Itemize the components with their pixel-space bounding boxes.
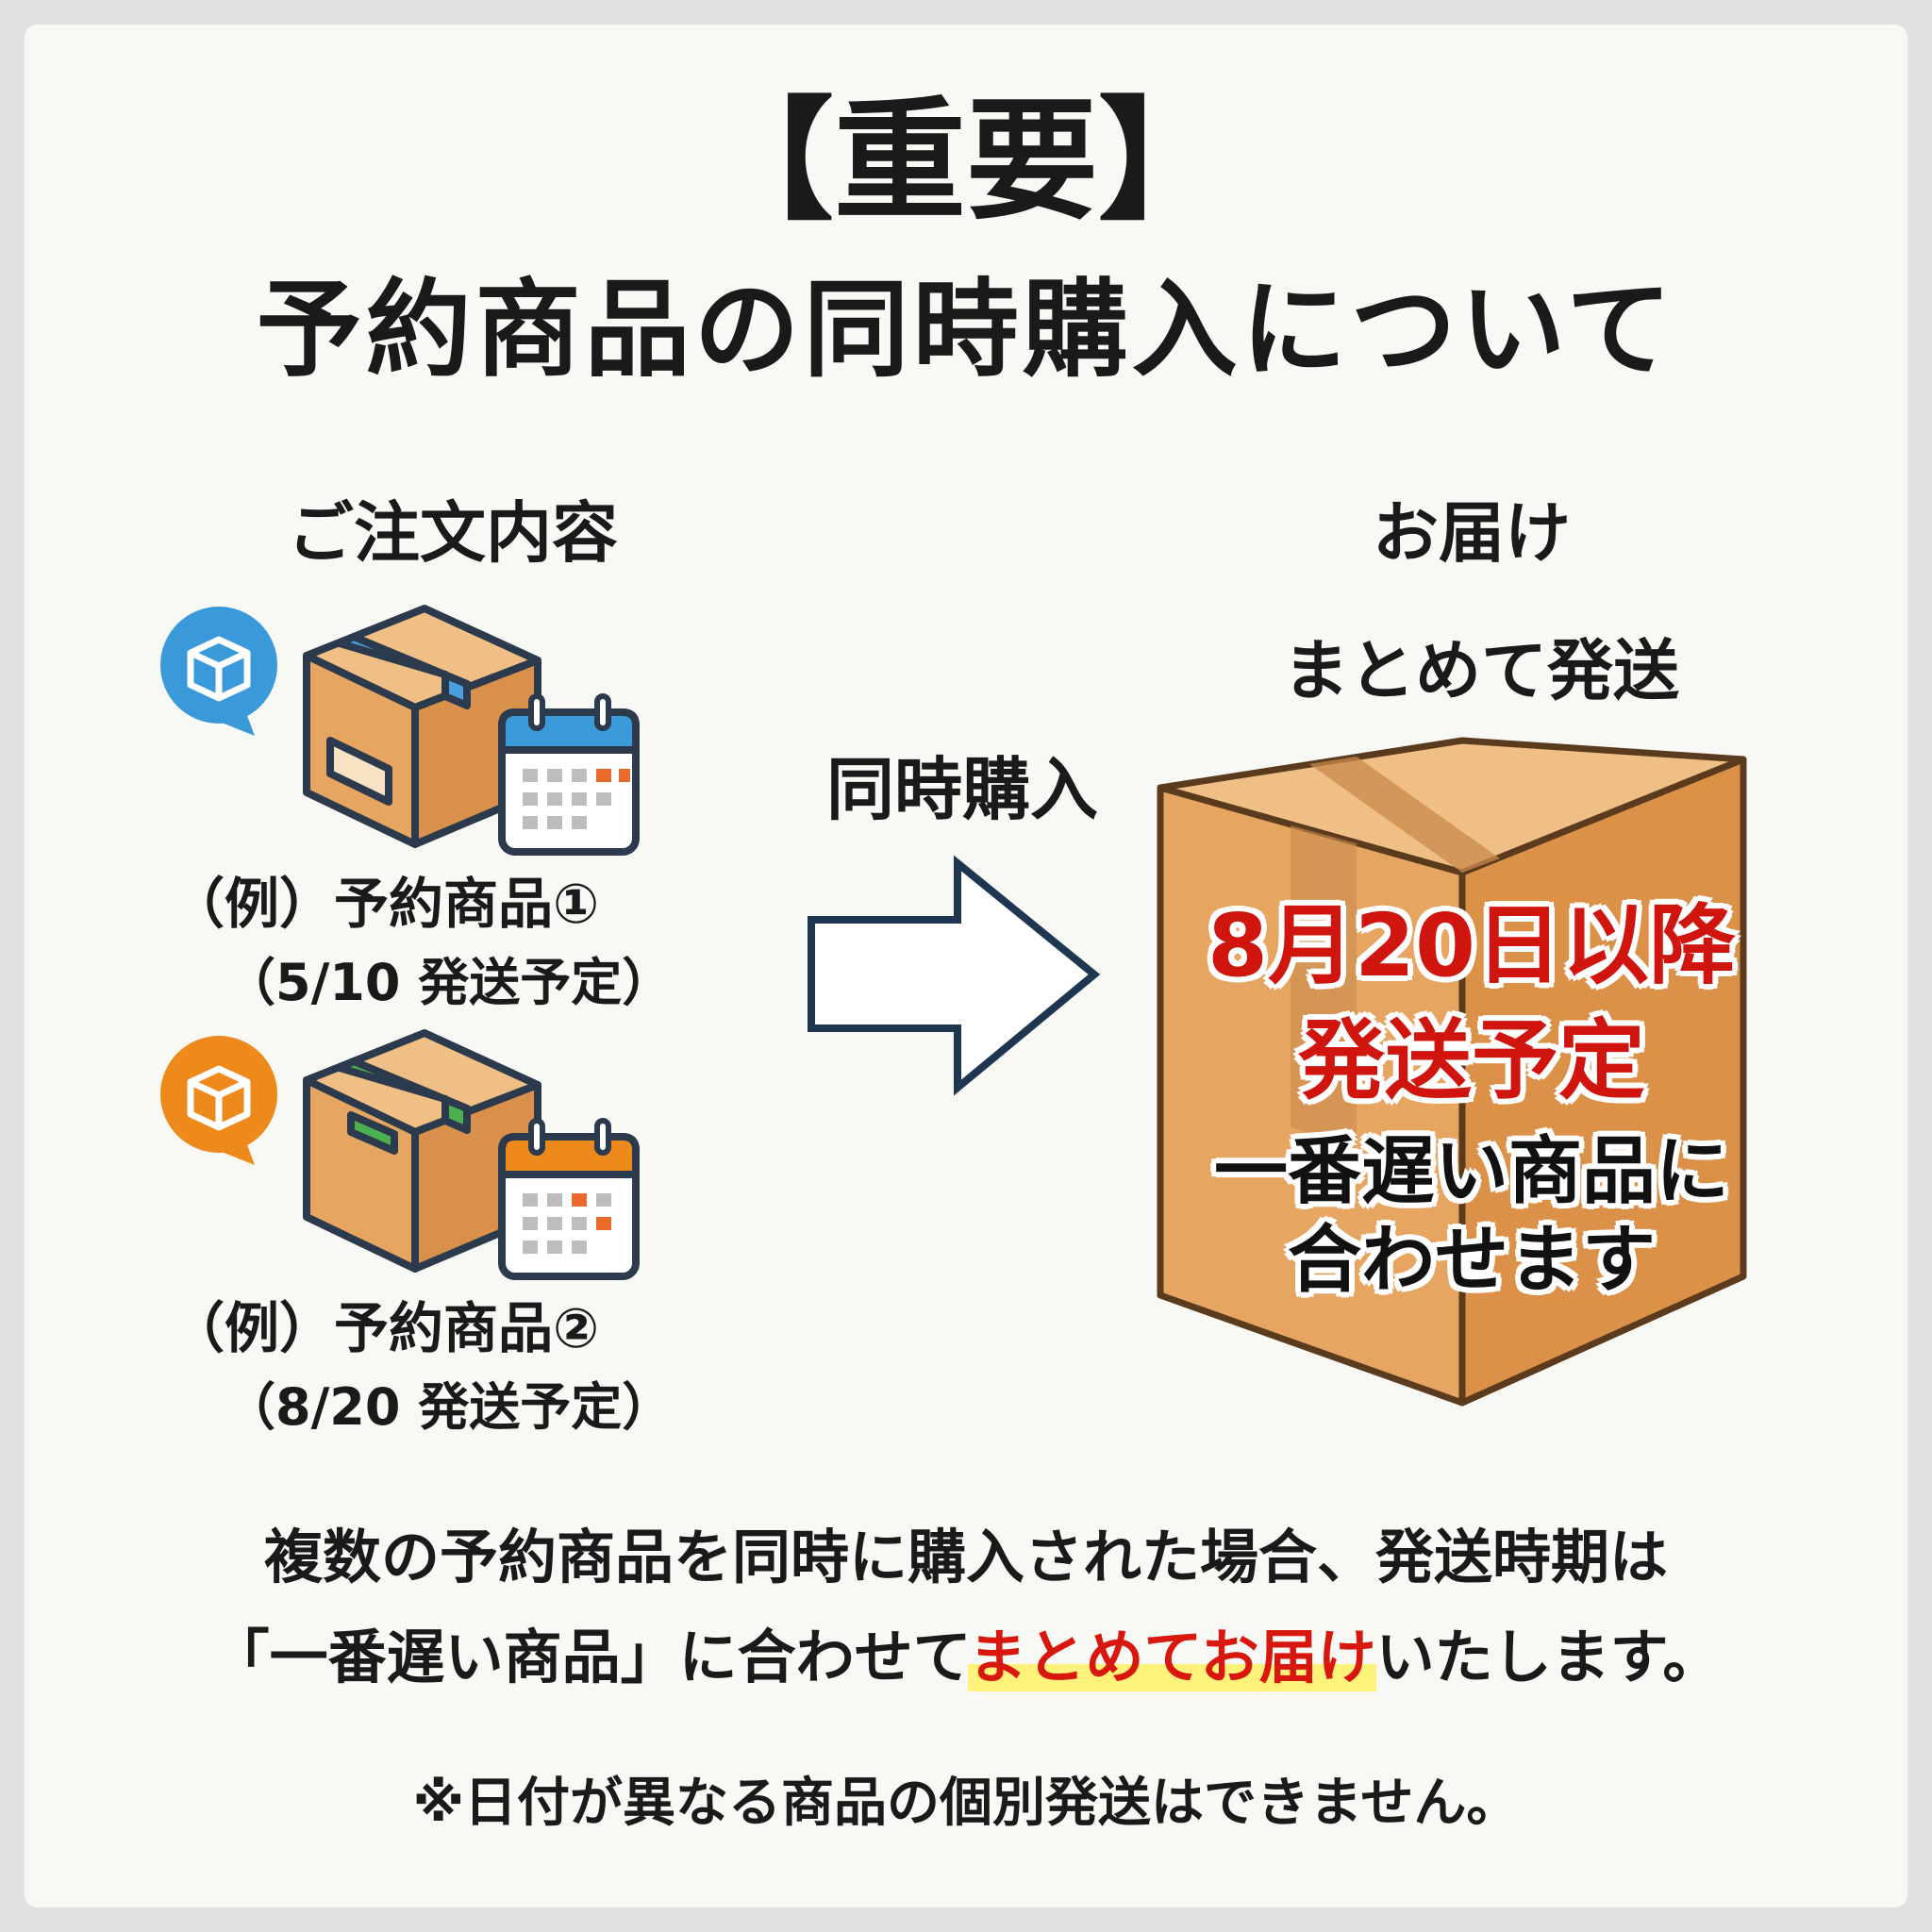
title-important: 【重要】 [701,85,1230,239]
explanation-line-2: 「一番遅い商品」に合わせてまとめてお届けいたします。 [0,1615,1932,1700]
order-item-1-date: （5/10 発送予定） [225,953,674,1012]
match-text: 合わせます [1287,1218,1656,1303]
shipping-date-text: 8月20日以降 [1207,895,1737,996]
order-item-2-label: （例）予約商品② [170,1296,600,1360]
order-item-2-graphic [160,1029,640,1280]
explanation-line-2-prefix: 「一番遅い商品」に合わせて [210,1623,969,1691]
parcel-icon [187,636,251,702]
shipping-planned-text: 発送予定 [1297,1010,1645,1111]
right-arrow-icon [808,855,1101,1096]
order-item-1-label: （例）予約商品① [170,872,600,936]
delivery-heading: お届け [1373,494,1571,572]
latest-item-text: 一番遅い商品に [1213,1129,1729,1214]
combined-shipment-box-icon [1157,737,1747,1407]
title-main: 予約商品の同時購入について [256,269,1676,391]
speech-bubble-icon [160,607,277,736]
speech-bubble-icon [160,1036,277,1165]
order-item-1-graphic [160,605,640,856]
parcel-icon [187,1065,251,1131]
explanation-line-2-suffix: いたします。 [1375,1623,1722,1691]
calendar-icon [498,693,640,856]
simultaneous-purchase-label: 同時購入 [825,750,1098,829]
explanation-line-1: 複数の予約商品を同時に購入された場合、発送時期は [263,1523,1668,1591]
calendar-icon [498,1118,640,1280]
order-item-2-date: （8/20 発送予定） [225,1377,674,1437]
note-text: ※日付が異なる商品の個別発送はできません。 [412,1773,1520,1834]
order-heading: ご注文内容 [288,494,618,572]
delivery-subheading: まとめて発送 [1283,632,1679,709]
highlight-text: まとめてお届け [968,1623,1376,1691]
